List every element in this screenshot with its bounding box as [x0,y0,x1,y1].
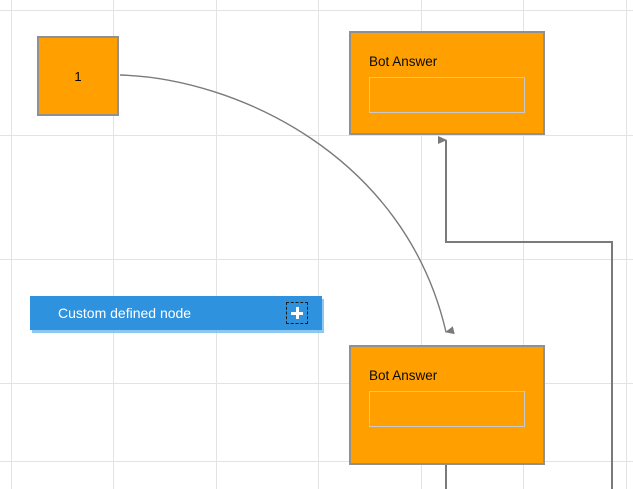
palette-item-custom-defined-node[interactable]: Custom defined node [30,296,322,330]
gridline-horizontal [0,383,633,384]
gridline-horizontal [0,259,633,260]
node-start[interactable]: 1 [37,36,119,116]
node-title: Bot Answer [369,368,438,383]
gridline-horizontal [0,10,633,11]
gridline-vertical [11,0,12,489]
node-start-label: 1 [74,68,82,84]
gridline-vertical [113,0,114,489]
gridline-vertical [216,0,217,489]
palette-item-label: Custom defined node [58,305,192,321]
node-answer-slot[interactable] [369,391,525,427]
plus-icon[interactable] [286,302,308,324]
node-bot-answer-bottom[interactable]: Bot Answer [349,345,545,465]
node-title: Bot Answer [369,54,438,69]
node-answer-slot[interactable] [369,77,525,113]
node-bot-answer-top[interactable]: Bot Answer [349,31,545,135]
gridline-horizontal [0,461,633,462]
gridline-vertical [626,0,627,489]
gridline-vertical [318,0,319,489]
gridline-horizontal [0,135,633,136]
